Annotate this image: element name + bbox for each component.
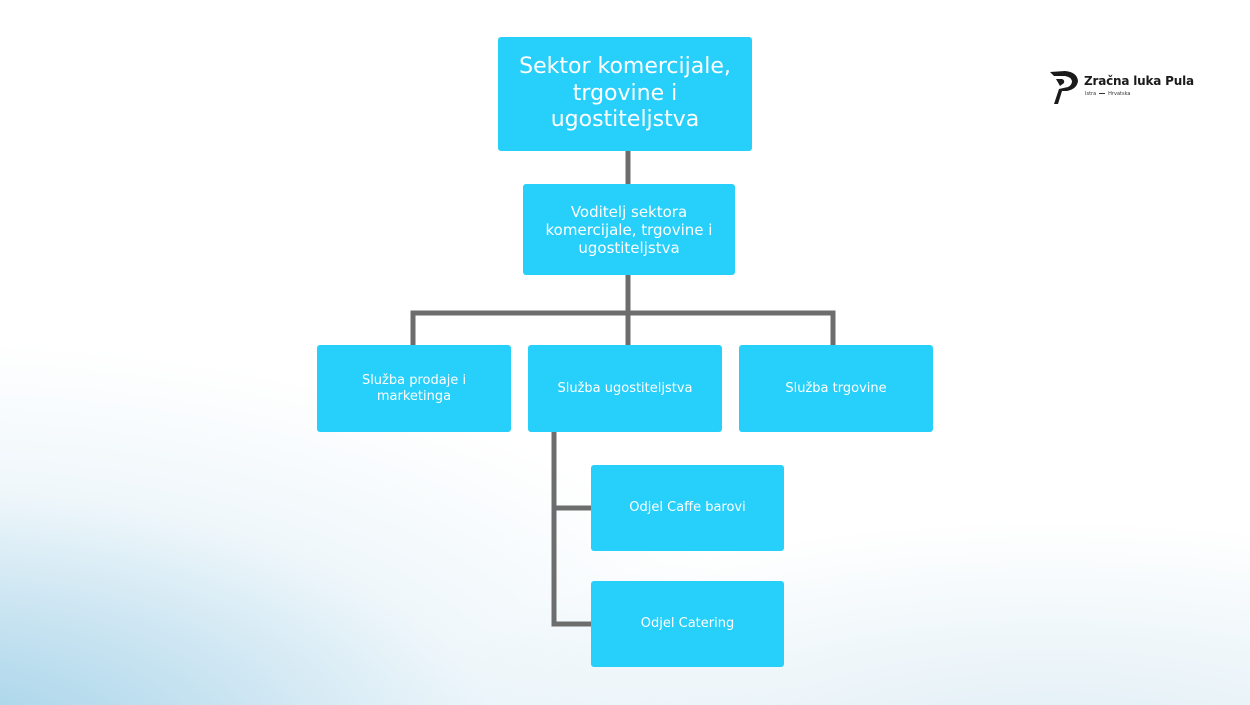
node-sales-service-label: Služba prodaje i marketinga [361,372,467,404]
node-caffe-department-label: Odjel Caffe barovi [629,500,746,516]
node-sector-head: Voditelj sektora komercijale, trgovine i… [523,184,735,275]
node-hospitality-service: Služba ugostiteljstva [528,345,722,432]
node-sector-label: Sektor komercijale, trgovine i ugostitel… [519,54,731,133]
node-sector-head-label: Voditelj sektora komercijale, trgovine i… [545,202,713,257]
node-trade-service-label: Služba trgovine [785,380,887,396]
node-trade-service: Služba trgovine [739,345,933,432]
logo-mark-icon [1050,71,1078,104]
connector-department-bus [551,432,591,627]
node-catering-department: Odjel Catering [591,581,784,667]
logo-country: Hrvatska [1108,91,1131,97]
node-catering-department-label: Odjel Catering [640,616,735,632]
node-sales-service: Služba prodaje i marketinga [317,345,511,432]
logo-subtitle: Istra Hrvatska [1085,91,1130,97]
node-sector: Sektor komercijale, trgovine i ugostitel… [498,37,752,151]
logo-separator [1099,93,1106,94]
node-hospitality-service-label: Služba ugostiteljstva [557,380,693,396]
logo-name: Zračna luka Pula [1084,74,1194,88]
airport-logo: Zračna luka Pula Istra Hrvatska [1048,70,1194,106]
node-caffe-department: Odjel Caffe barovi [591,465,784,551]
logo-region: Istra [1085,91,1097,97]
connector-service-bus [410,310,836,345]
